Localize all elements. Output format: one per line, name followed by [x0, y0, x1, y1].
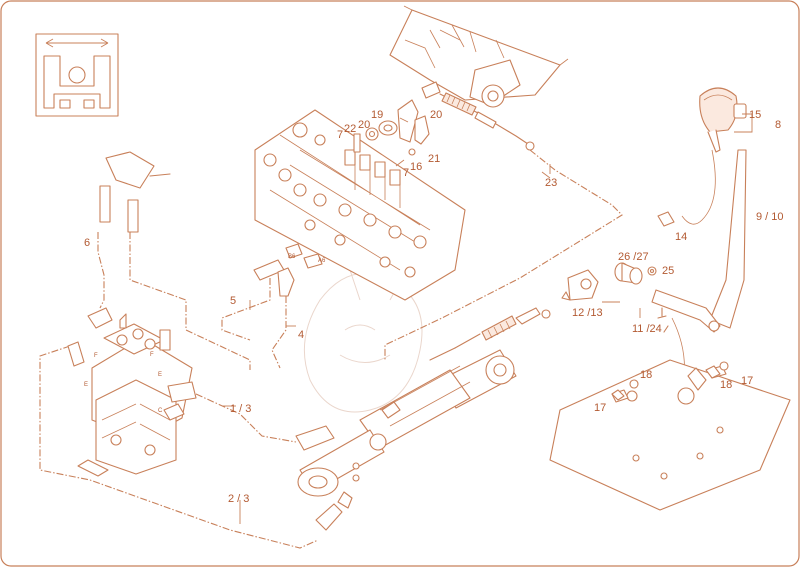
leader-lines [222, 113, 753, 524]
port-mark-e1: E [84, 382, 88, 388]
callout-22: 22 [344, 123, 356, 135]
callout-11-24: 11 /24 [632, 323, 662, 335]
port-mark-e2: E [158, 372, 162, 378]
callout-9-10: 9 / 10 [756, 211, 784, 223]
bushing-set [614, 262, 657, 285]
callout-12-13: 12 /13 [572, 307, 603, 319]
port-mark-f1: F [94, 353, 98, 359]
mounting-bracket [389, 5, 569, 108]
port-mark-a6: A6 [318, 258, 326, 264]
callout-16: 16 [410, 161, 422, 173]
port-mark-b6: B6 [288, 254, 296, 260]
control-cable-lower [429, 307, 551, 361]
hose-5 [221, 278, 271, 341]
callout-20-right: 20 [430, 109, 442, 121]
control-cable-route [384, 149, 623, 360]
hose-5-route [129, 232, 251, 370]
callout-18-left: 18 [640, 369, 652, 381]
callout-25: 25 [662, 265, 674, 277]
callout-23: 23 [545, 177, 557, 189]
callout-4: 4 [298, 329, 304, 341]
callout-17-left: 17 [594, 402, 606, 414]
pump-assembly [77, 313, 193, 477]
bolts [611, 361, 729, 401]
callout-1-3: 1 / 3 [230, 403, 251, 415]
callout-15: 15 [749, 109, 761, 121]
port-mark-f2: F [150, 352, 154, 358]
hydraulic-cylinder [297, 349, 517, 497]
callout-7-upper: 7 [337, 129, 343, 141]
control-cable-upper [439, 92, 535, 151]
callout-19: 19 [371, 109, 383, 121]
callout-18-right: 18 [720, 379, 732, 391]
control-lever [651, 87, 747, 333]
hose-fittings [67, 151, 353, 531]
spool-linkage [353, 81, 441, 156]
port-mark-c: C [158, 408, 163, 414]
callout-26-27: 26 /27 [618, 251, 649, 263]
callout-14: 14 [675, 231, 687, 243]
bell-crank [561, 269, 599, 301]
callout-5: 5 [230, 295, 236, 307]
callout-21: 21 [428, 153, 440, 165]
callout-20-left: 20 [358, 119, 370, 131]
callout-6: 6 [84, 237, 90, 249]
callout-17-right: 17 [741, 375, 753, 387]
hose-6 [97, 232, 105, 309]
hose-2-3 [39, 345, 319, 549]
hose-4 [271, 296, 287, 369]
control-valve-block [254, 109, 466, 301]
callout-2-3: 2 / 3 [228, 493, 249, 505]
hose-1-3 [195, 393, 297, 443]
callout-8: 8 [775, 119, 781, 131]
hydraulic-control-icon [35, 33, 119, 117]
callout-7-lower: 7 [403, 167, 409, 179]
